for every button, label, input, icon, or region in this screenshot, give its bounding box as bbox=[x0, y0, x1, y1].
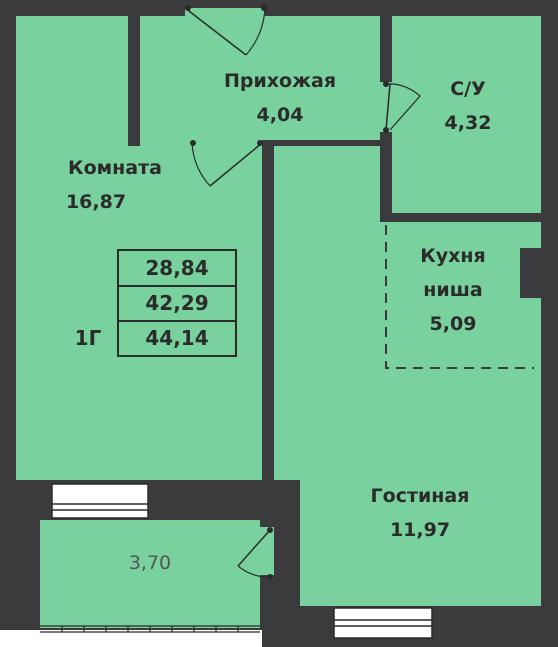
room-area: 4,04 bbox=[256, 104, 304, 126]
room-label-hallway: Прихожая 4,04 bbox=[190, 64, 370, 132]
rooms bbox=[16, 16, 541, 628]
room-bathroom bbox=[392, 16, 541, 213]
entrance-door bbox=[184, 5, 267, 56]
table-type-label: 1Г bbox=[74, 326, 102, 350]
room-bedroom bbox=[16, 16, 262, 480]
room-balcony bbox=[40, 520, 260, 628]
areas-table-grid bbox=[117, 249, 237, 357]
room-name-2: ниша bbox=[423, 279, 483, 301]
room-label-bedroom: Комната 16,87 bbox=[40, 151, 190, 219]
balcony-door bbox=[237, 527, 274, 580]
room-name: Кухня bbox=[420, 245, 486, 267]
bedroom-window bbox=[51, 483, 149, 519]
kitchen-niche-boundary bbox=[385, 225, 534, 369]
bathroom-door bbox=[380, 81, 421, 133]
room-hallway bbox=[140, 16, 380, 146]
room-area: 16,87 bbox=[65, 191, 127, 213]
balcony-railing bbox=[40, 625, 260, 633]
balcony-outside bbox=[0, 630, 262, 647]
room-area: 11,97 bbox=[389, 519, 451, 541]
room-label-living: Гостиная 11,97 bbox=[330, 479, 510, 547]
balcony-area-value: 3,70 bbox=[128, 552, 172, 574]
table-value-2: 42,29 bbox=[145, 291, 209, 315]
room-label-kitchen: Кухня ниша 5,09 bbox=[393, 239, 513, 341]
wall-bedroom-living bbox=[262, 140, 274, 485]
table-value-1: 28,84 bbox=[145, 256, 209, 280]
room-name: Гостиная bbox=[370, 485, 470, 507]
kitchen-block bbox=[520, 248, 541, 298]
right-outside bbox=[520, 630, 558, 647]
room-area: 5,09 bbox=[429, 313, 477, 335]
balcony-area: 3,70 bbox=[100, 546, 200, 580]
room-name: Комната bbox=[68, 157, 162, 179]
bedroom-door bbox=[190, 140, 263, 187]
living-window bbox=[333, 607, 433, 639]
room-name: Прихожая bbox=[223, 70, 337, 92]
room-label-bathroom: С/У 4,32 bbox=[418, 72, 518, 140]
table-value-3: 44,14 bbox=[145, 326, 209, 350]
room-living-kitchen bbox=[274, 146, 541, 606]
room-area: 4,32 bbox=[444, 112, 492, 134]
room-name: С/У bbox=[450, 78, 486, 100]
